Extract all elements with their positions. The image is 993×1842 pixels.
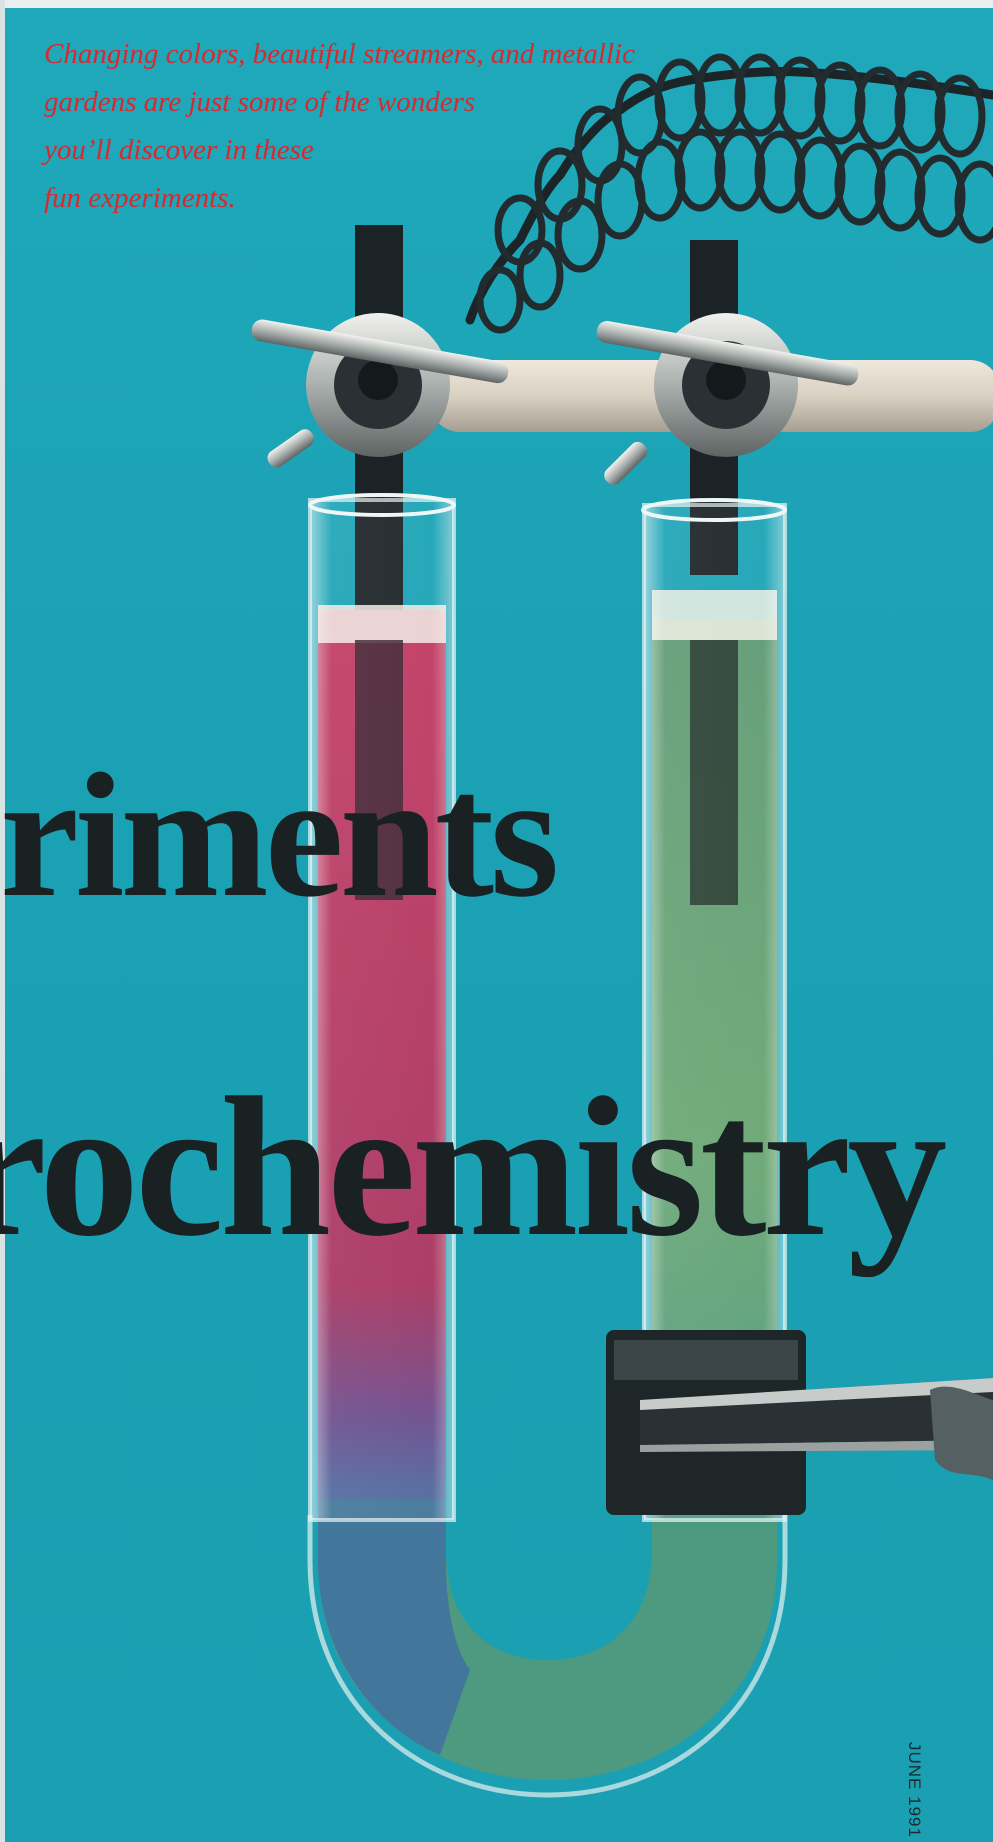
headline-line-2: rochemistry — [0, 1057, 947, 1278]
headline-line-1: riments — [0, 736, 559, 934]
intro-line-4: fun experiments. — [44, 182, 236, 214]
coiled-wire-loops-1 — [494, 53, 986, 266]
intro-line-3: you’ll discover in these — [44, 134, 314, 166]
right-clamp — [596, 313, 859, 485]
left-clamp — [251, 313, 509, 468]
tube-holder-clamp — [606, 1330, 993, 1515]
coiled-wire-loops-2 — [476, 128, 993, 334]
left-glass-arm — [308, 498, 456, 1522]
page-left-edge — [0, 0, 5, 1842]
page-dateline: JUNE 1991 — [905, 1742, 924, 1838]
intro-deck: Changing colors, beautiful streamers, an… — [44, 30, 844, 222]
page-top-edge — [0, 0, 993, 8]
intro-line-1: Changing colors, beautiful streamers, an… — [44, 38, 635, 70]
intro-line-2: gardens are just some of the wonders — [44, 86, 476, 118]
